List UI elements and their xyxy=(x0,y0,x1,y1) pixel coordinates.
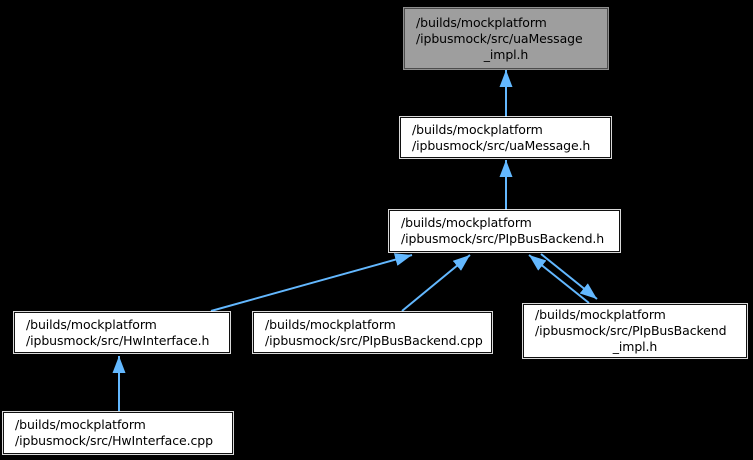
node-label-line: /ipbusmock/src/HwInterface.cpp xyxy=(15,433,213,448)
node-label-line: _impl.h xyxy=(612,339,658,354)
node-HwInterface-cpp[interactable]: /builds/mockplatform /ipbusmock/src/HwIn… xyxy=(3,412,233,454)
node-label-line: /builds/mockplatform xyxy=(416,14,547,30)
node-label-line: /ipbusmock/src/PIpBusBackend xyxy=(535,323,727,338)
node-HwInterface-h[interactable]: /builds/mockplatform /ipbusmock/src/HwIn… xyxy=(14,312,230,353)
node-label-line: /builds/mockplatform xyxy=(401,215,532,230)
edge-HwInterface_h-to-PIpBusBackend_h xyxy=(210,253,413,312)
node-uaMessage-h[interactable]: /builds/mockplatform /ipbusmock/src/uaMe… xyxy=(400,117,611,158)
node-label-line: /builds/mockplatform xyxy=(535,307,666,322)
edge-PIpBusBackend_h-to-PIpBusBackend_impl_h xyxy=(540,253,598,300)
edge-PIpBusBackend_impl_h-to-PIpBusBackend_h xyxy=(528,254,590,304)
node-label-line: /ipbusmock/src/HwInterface.h xyxy=(26,332,210,348)
node-PIpBusBackend-cpp[interactable]: /builds/mockplatform /ipbusmock/src/PIpB… xyxy=(253,312,492,353)
node-label-line: /ipbusmock/src/uaMessage xyxy=(416,30,583,46)
node-label-line: /ipbusmock/src/PIpBusBackend.cpp xyxy=(265,332,483,348)
edge-PIpBusBackend_cpp-to-PIpBusBackend_h xyxy=(401,254,471,312)
node-label-line: /ipbusmock/src/uaMessage.h xyxy=(412,137,591,153)
node-label-line: /ipbusmock/src/PIpBusBackend.h xyxy=(401,231,605,246)
node-label-line: _impl.h xyxy=(483,46,529,62)
node-label-line: /builds/mockplatform xyxy=(26,316,157,332)
node-PIpBusBackend-impl-h[interactable]: /builds/mockplatform /ipbusmock/src/PIpB… xyxy=(523,304,747,358)
node-label-line: /builds/mockplatform xyxy=(265,316,396,332)
node-uaMessage-impl-h: /builds/mockplatform /ipbusmock/src/uaMe… xyxy=(404,8,608,69)
node-label-line: /builds/mockplatform xyxy=(15,417,146,432)
node-PIpBusBackend-h[interactable]: /builds/mockplatform /ipbusmock/src/PIpB… xyxy=(389,210,620,252)
node-label-line: /builds/mockplatform xyxy=(412,121,543,137)
